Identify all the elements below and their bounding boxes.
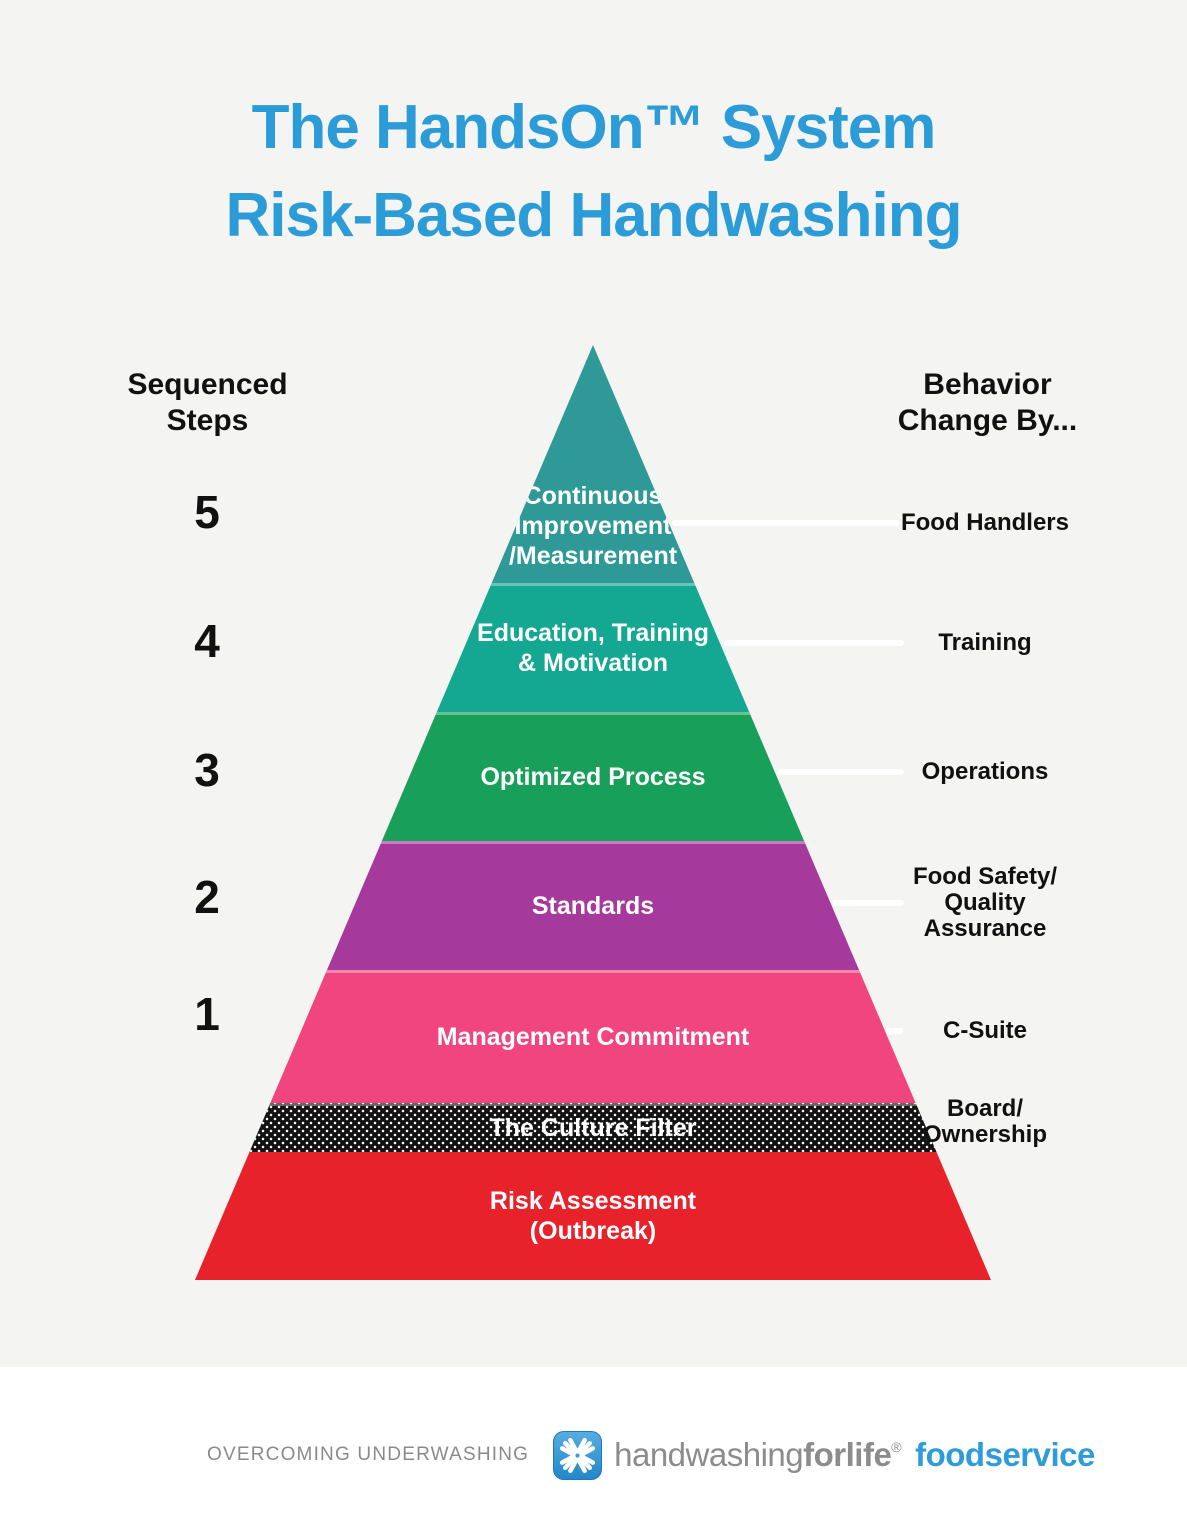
connector-line-food-safety [833,900,904,906]
culture-filter-band: The Culture Filter [195,1103,991,1152]
connector-line-operations [778,769,904,775]
behavior-label-board-ownership: Board/ Ownership [922,1095,1048,1148]
step-number-4: 4 [194,615,220,667]
pyramid-level-management-commitment: Management Commitment [195,970,991,1103]
risk-assessment-band: Risk Assessment (Outbreak) [195,1152,991,1280]
brand-handwashing: handwashing [614,1436,804,1473]
behavior-label-operations: Operations [921,758,1049,785]
brand-wordmark: handwashingforlife® foodservice [614,1436,1095,1474]
registered-mark: ® [891,1439,902,1455]
title-line-2: Risk-Based Handwashing [225,181,963,250]
connector-line-food-handlers [672,520,900,526]
footer-tagline: OVERCOMING UNDERWASHING [207,1444,530,1465]
pyramid-level-label: Education, Training & Motivation [477,618,709,677]
behavior-label-training: Training [938,629,1032,656]
step-number-3: 3 [194,744,220,796]
footer-brand-row: OVERCOMING UNDERWASHING [207,1428,1095,1482]
behavior-label-c-suite: C-Suite [943,1017,1027,1044]
culture-filter-label: The Culture Filter [489,1113,697,1142]
behavior-label-food-handlers: Food Handlers [900,509,1069,536]
title-line-1: The HandsOn™ System [251,93,937,162]
pyramid-level-label: Continuous Improvement /Measurement [508,482,678,570]
risk-assessment-label: Risk Assessment (Outbreak) [489,1187,697,1245]
crossed-hands-icon [553,1430,603,1480]
step-number-2: 2 [194,871,220,923]
connector-line-training [724,640,904,646]
sequenced-steps-heading: Sequenced Steps [127,368,288,437]
brand-foodservice: foodservice [915,1436,1095,1473]
step-number-5: 5 [194,486,220,538]
step-number-1: 1 [194,988,220,1040]
behavior-change-heading: Behavior Change By... [897,368,1078,437]
pyramid-level-label: Optimized Process [480,762,706,791]
pyramid-level-label: Management Commitment [436,1022,750,1051]
behavior-label-food-safety-qa: Food Safety/ Quality Assurance [912,863,1057,942]
pyramid-level-label: Standards [531,891,655,920]
brand-forlife: forlife [803,1436,892,1473]
page-title: The HandsOn™ System Risk-Based Handwashi… [0,84,1187,260]
connector-line-c-suite [886,1028,903,1034]
